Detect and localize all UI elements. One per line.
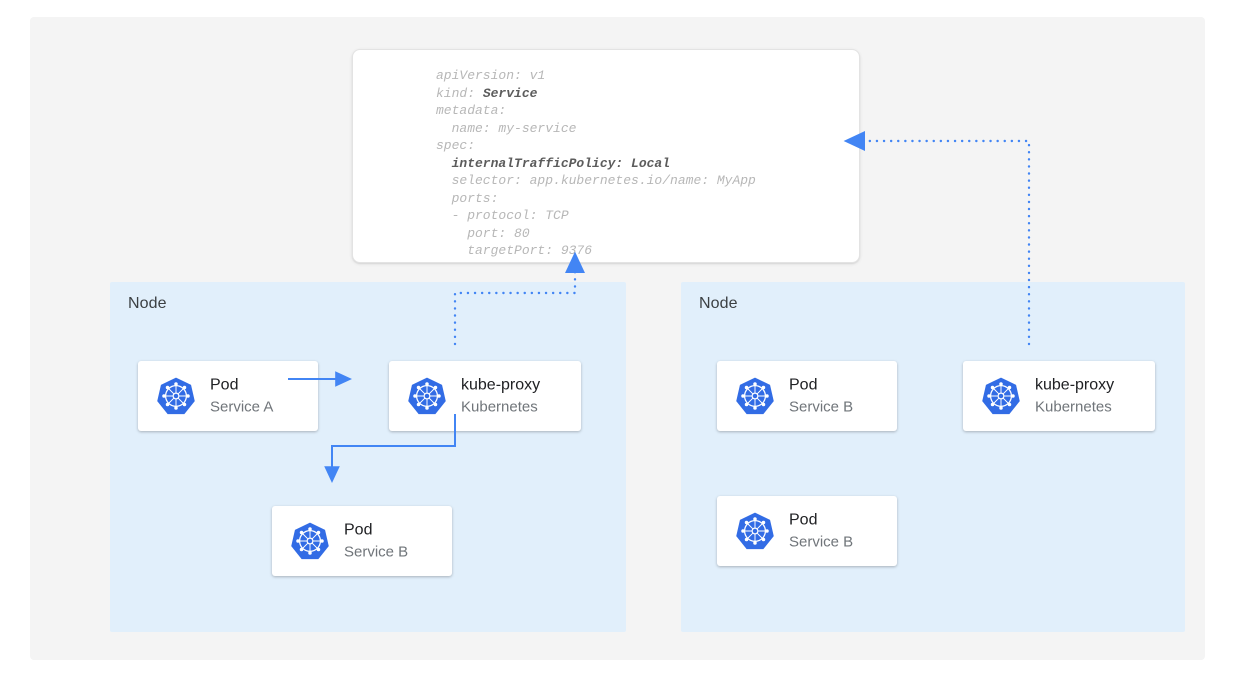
node-container-right: Node — [681, 282, 1185, 632]
yaml-line-internaltrafficpolicy: internalTrafficPolicy: Local — [436, 155, 671, 171]
card-title: Pod — [789, 376, 818, 394]
card-title: Pod — [210, 376, 239, 394]
kubernetes-icon — [291, 522, 329, 560]
card-title: Pod — [344, 521, 373, 539]
node-container-left: Node — [110, 282, 626, 632]
card-text: kube-proxy Kubernetes — [1035, 375, 1114, 416]
node-label-right: Node — [699, 295, 738, 312]
card-pod-service-a[interactable]: Pod Service A — [138, 361, 318, 431]
card-kube-proxy-left[interactable]: kube-proxy Kubernetes — [389, 361, 581, 431]
card-kube-proxy-right[interactable]: kube-proxy Kubernetes — [963, 361, 1155, 431]
card-subtitle: Service B — [789, 533, 854, 551]
card-text: Pod Service B — [789, 510, 853, 551]
card-text: kube-proxy Kubernetes — [461, 375, 540, 416]
kubernetes-icon — [157, 377, 195, 415]
node-label-left: Node — [128, 295, 167, 312]
card-subtitle: Kubernetes — [461, 398, 538, 416]
card-title: kube-proxy — [1035, 376, 1115, 394]
yaml-line-apiversion: apiVersion: v1 — [436, 68, 546, 83]
card-subtitle: Service A — [210, 398, 274, 416]
yaml-kind-value: Service — [482, 85, 538, 101]
yaml-line-port: port: 80 — [436, 225, 530, 241]
kubernetes-icon — [982, 377, 1020, 415]
yaml-line-spec: spec: — [436, 138, 476, 153]
card-title: kube-proxy — [461, 376, 541, 394]
card-pod-service-b-right-bottom[interactable]: Pod Service B — [717, 496, 897, 566]
card-text: Pod Service B — [789, 375, 853, 416]
card-subtitle: Service B — [344, 543, 409, 561]
yaml-kind-key: kind: — [436, 85, 483, 101]
card-text: Pod Service B — [344, 520, 408, 561]
card-title: Pod — [789, 511, 818, 529]
kubernetes-icon — [736, 377, 774, 415]
card-subtitle: Kubernetes — [1035, 398, 1112, 416]
yaml-line-ports: ports: — [436, 190, 499, 206]
card-subtitle: Service B — [789, 398, 854, 416]
card-text: Pod Service A — [210, 375, 273, 416]
yaml-line-targetport: targetPort: 9376 — [436, 243, 593, 258]
yaml-line-selector: selector: app.kubernetes.io/name: MyApp — [436, 173, 756, 188]
kubernetes-icon — [408, 377, 446, 415]
yaml-line-metadata: metadata: — [436, 103, 507, 118]
yaml-line-protocol: - protocol: TCP — [436, 208, 569, 223]
yaml-line-name: name: my-service — [436, 120, 577, 136]
kubernetes-icon — [736, 512, 774, 550]
yaml-line-kind: kind: Service — [436, 85, 756, 103]
card-pod-service-b-left[interactable]: Pod Service B — [272, 506, 452, 576]
card-pod-service-b-right-top[interactable]: Pod Service B — [717, 361, 897, 431]
